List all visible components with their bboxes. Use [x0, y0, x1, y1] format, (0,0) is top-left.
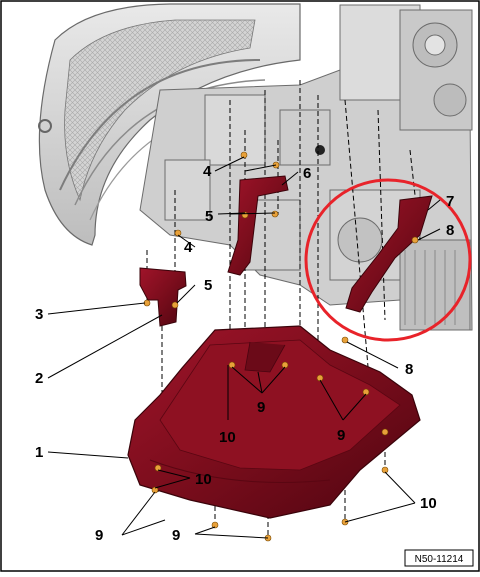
- highlight-circle: [304, 178, 472, 342]
- callout-9: 9: [257, 399, 265, 416]
- callout-8: 8: [446, 222, 454, 239]
- right-bracket: [345, 195, 433, 313]
- callout-4: 4: [184, 239, 193, 256]
- callout-2: 2: [35, 370, 43, 387]
- callout-3: 3: [35, 306, 43, 323]
- callout-10-hidden: 10: [222, 429, 239, 446]
- underbody-guard: [127, 325, 421, 519]
- reference-code-box: N50-11214: [404, 549, 474, 567]
- front-bracket: [139, 267, 187, 327]
- callout-10: 10: [219, 429, 236, 446]
- callout-9: 9: [337, 427, 345, 444]
- callout-8: 8: [405, 361, 413, 378]
- callout-9: 9: [172, 527, 180, 544]
- reference-code: N50-11214: [415, 554, 464, 565]
- leader-lines: [47, 156, 441, 539]
- callout-7: 7: [446, 193, 454, 210]
- callout-10: 10: [195, 471, 212, 488]
- callout-10: 10: [420, 495, 437, 512]
- callout-1: 1: [35, 444, 43, 461]
- callout-5: 5: [205, 208, 213, 225]
- callout-6: 6: [303, 165, 311, 182]
- callout-4: 4: [203, 163, 212, 180]
- fasteners: [143, 151, 419, 542]
- callout-labels: 1 2 3 4 4 5 5 6 7 8 8 9 9 9 9 10 10 10 1…: [35, 163, 454, 544]
- callout-9: 9: [95, 527, 103, 544]
- center-bracket: [227, 175, 289, 276]
- callout-5: 5: [204, 277, 212, 294]
